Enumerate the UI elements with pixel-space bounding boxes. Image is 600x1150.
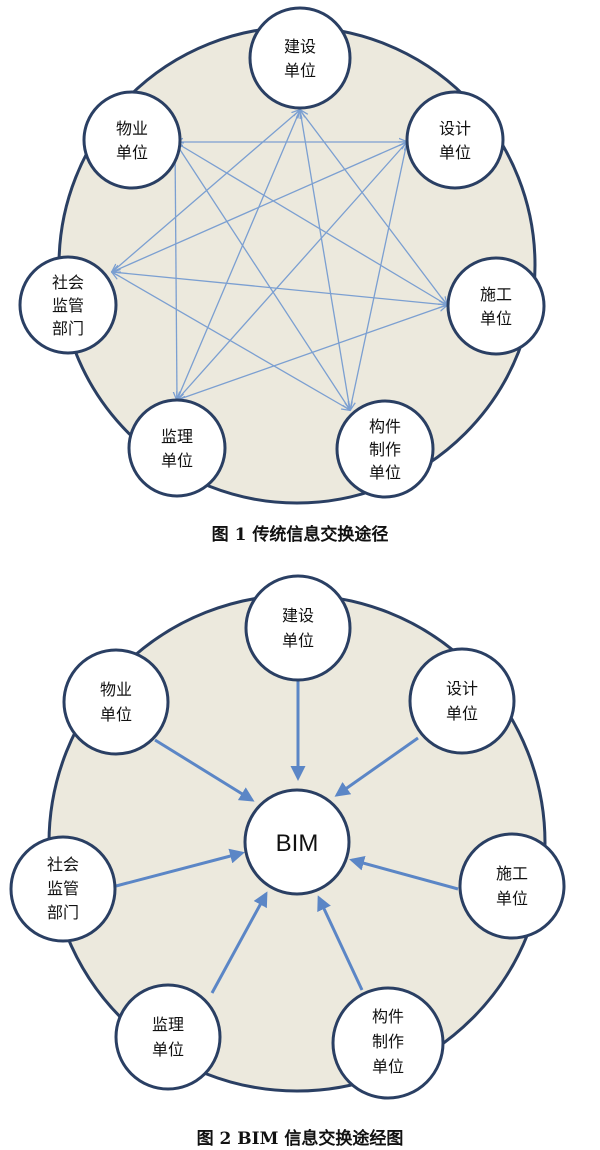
- node-jianli-line2: 单位: [152, 1040, 184, 1059]
- node-goujian-line2: 制作: [369, 440, 401, 459]
- node-wuye-line1: 物业: [100, 680, 132, 699]
- node-shigong-line2: 单位: [496, 889, 528, 908]
- node-shehui-line1: 社会: [47, 855, 79, 874]
- node-jianshe: 建设 单位: [248, 6, 352, 110]
- node-shehui-line3: 部门: [47, 903, 79, 922]
- node-sheji: 设计 单位: [405, 90, 505, 190]
- arrow-goujian-bim: [317, 895, 364, 991]
- arrow-shehui-bim: [115, 848, 245, 888]
- node-jianli-line1: 监理: [161, 427, 193, 446]
- node-wuye-line1: 物业: [116, 119, 148, 138]
- node-goujian: 构件 制作 单位: [335, 399, 435, 499]
- node-shehui-line1: 社会: [52, 273, 84, 292]
- node-goujian-line1: 构件: [369, 417, 401, 436]
- node-jianli-line2: 单位: [161, 451, 193, 470]
- arrow-sheji-bim: [334, 736, 419, 797]
- node-goujian-line2: 制作: [372, 1032, 404, 1051]
- node-bim: BIM: [243, 788, 351, 896]
- node-shigong-line1: 施工: [496, 864, 528, 883]
- arrow-shigong-bim: [349, 855, 459, 891]
- node-jianli: 监理 单位: [127, 398, 227, 498]
- node-shehui-line2: 监管: [47, 879, 79, 898]
- node-goujian: 构件 制作 单位: [331, 986, 445, 1100]
- figure1-caption: 图 1 传统信息交换途径: [211, 525, 389, 545]
- arrow-jianli-bim: [210, 891, 268, 994]
- node-sheji-line1: 设计: [446, 679, 478, 698]
- node-jianshe-line2: 单位: [282, 631, 314, 650]
- figure-bim-exchange: BIM 建设 单位 设计 单位 施工 单位 构件 制作 单位 监理 单位: [0, 560, 600, 1150]
- node-jianshe-line1: 建设: [282, 606, 314, 625]
- figure2-diagram: BIM 建设 单位 设计 单位 施工 单位 构件 制作 单位 监理 单位: [9, 574, 566, 1100]
- node-goujian-line3: 单位: [372, 1057, 404, 1076]
- figure2-caption: 图 2 BIM 信息交换途经图: [196, 1129, 404, 1149]
- node-wuye-line2: 单位: [116, 143, 148, 162]
- node-sheji-line1: 设计: [439, 119, 471, 138]
- node-wuye: 物业 单位: [62, 648, 170, 756]
- node-jianli-line1: 监理: [152, 1015, 184, 1034]
- node-sheji: 设计 单位: [408, 647, 516, 755]
- node-shigong: 施工 单位: [458, 832, 566, 940]
- node-shehui: 社会 监管 部门: [9, 835, 117, 943]
- line-shigong-jianli: [177, 305, 447, 400]
- node-shigong: 施工 单位: [446, 256, 546, 356]
- bim-label: BIM: [276, 830, 319, 857]
- node-jianshe-line1: 建设: [284, 37, 316, 56]
- node-sheji-line2: 单位: [446, 704, 478, 723]
- figure1-diagram: 建设 单位 设计 单位 施工 单位 构件 制作 单位 监理 单位 社会 监管: [18, 6, 546, 505]
- node-shigong-line1: 施工: [480, 285, 512, 304]
- arrow-wuye-bim: [154, 738, 255, 802]
- node-jianli: 监理 单位: [114, 983, 222, 1091]
- figure-traditional-exchange: 建设 单位 设计 单位 施工 单位 构件 制作 单位 监理 单位 社会 监管: [0, 0, 600, 548]
- node-jianshe-line2: 单位: [284, 61, 316, 80]
- bim-arrows: [115, 678, 459, 994]
- node-sheji-line2: 单位: [439, 143, 471, 162]
- node-goujian-line1: 构件: [372, 1007, 404, 1026]
- node-goujian-line3: 单位: [369, 463, 401, 482]
- node-shehui-line2: 监管: [52, 296, 84, 315]
- node-wuye-line2: 单位: [100, 705, 132, 724]
- node-shehui: 社会 监管 部门: [18, 255, 118, 355]
- node-shehui-line3: 部门: [52, 319, 84, 338]
- node-shigong-line2: 单位: [480, 309, 512, 328]
- node-jianshe: 建设 单位: [244, 574, 352, 682]
- connection-lines: [112, 110, 447, 410]
- node-wuye: 物业 单位: [82, 90, 182, 190]
